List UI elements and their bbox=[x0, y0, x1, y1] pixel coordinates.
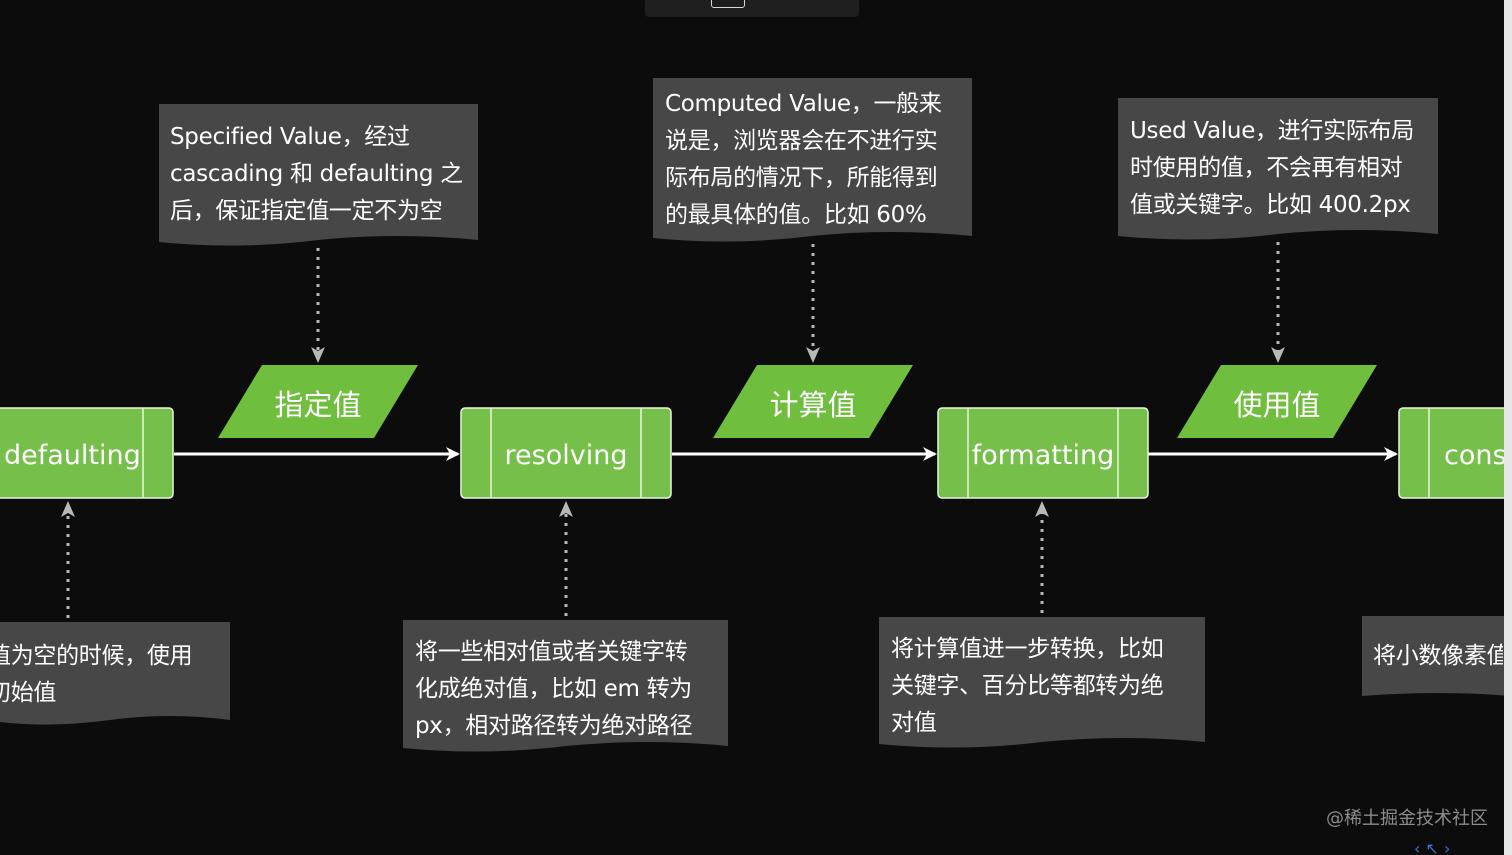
note-formatting-text: 将计算值进一步转换，比如 关键字、百分比等都转为绝 对值 bbox=[891, 636, 1164, 736]
note-specified-text: Specified Value，经过 cascading 和 defaultin… bbox=[170, 124, 463, 224]
process-defaulting-label: defaulting bbox=[4, 440, 141, 471]
note-formatting-shape bbox=[879, 617, 1205, 748]
note-used-text: Used Value，进行实际布局 时使用的值，不会再有相对 值或关键字。比如 … bbox=[1130, 118, 1414, 218]
data-node-specified: 指定值 bbox=[218, 365, 418, 438]
nav-arrows-icon[interactable]: ‹ ↖ › bbox=[1414, 839, 1451, 855]
window-control-icon[interactable] bbox=[711, 0, 745, 8]
data-node-specified-label: 指定值 bbox=[274, 388, 361, 422]
top-control-bar[interactable] bbox=[645, 0, 859, 17]
process-cons-label: cons bbox=[1444, 440, 1507, 471]
note-computed-shape bbox=[653, 78, 972, 242]
data-node-computed-label: 计算值 bbox=[769, 388, 856, 422]
data-node-used: 使用值 bbox=[1177, 365, 1377, 438]
process-cons: cons bbox=[1398, 407, 1512, 499]
note-resolving-text: 将一些相对值或者关键字转 化成绝对值，比如 em 转为 px，相对路径转为绝对路… bbox=[415, 639, 693, 739]
process-resolving: resolving bbox=[460, 407, 672, 499]
note-specified-shape bbox=[159, 104, 478, 246]
process-formatting: formatting bbox=[937, 407, 1149, 499]
note-computed-text: Computed Value，一般来 说是，浏览器会在不进行实 际布局的情况下，… bbox=[665, 91, 942, 228]
data-node-used-label: 使用值 bbox=[1233, 388, 1320, 422]
note-defaulting-text: 值为空的时候，使用 初始值 bbox=[0, 643, 193, 706]
right-edge-strip bbox=[1504, 0, 1512, 855]
data-node-computed: 计算值 bbox=[713, 365, 913, 438]
note-resolving-shape bbox=[403, 620, 728, 752]
note-defaulting-shape bbox=[0, 622, 230, 725]
process-defaulting: defaulting bbox=[0, 407, 174, 499]
watermark: @稀土掘金技术社区 bbox=[1326, 808, 1488, 829]
note-used-shape bbox=[1118, 98, 1438, 240]
process-resolving-label: resolving bbox=[505, 440, 628, 471]
process-formatting-label: formatting bbox=[972, 440, 1114, 471]
note-cons-shape bbox=[1362, 616, 1512, 696]
note-cons-text: 将小数像素值 bbox=[1373, 643, 1503, 669]
